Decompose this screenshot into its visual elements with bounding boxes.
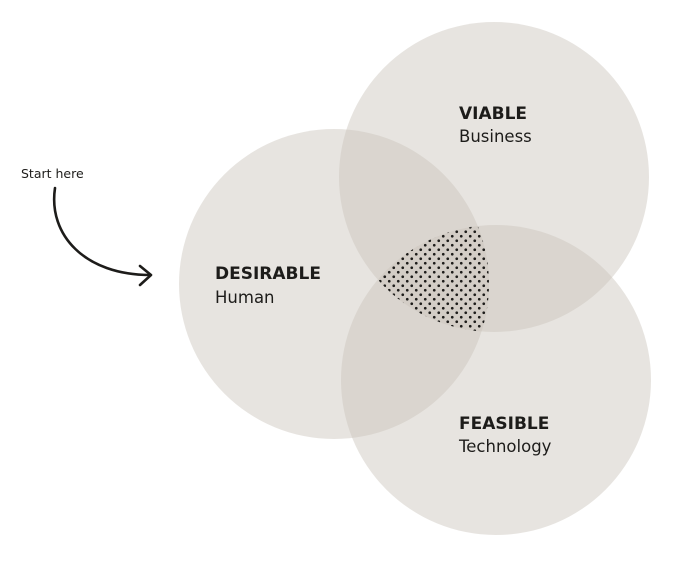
viable-title: VIABLE (459, 104, 527, 124)
desirable-title: DESIRABLE (215, 264, 321, 284)
start-here-label: Start here (21, 166, 84, 181)
circle-desirable (179, 129, 489, 439)
curved-arrow-icon (52, 186, 153, 287)
intersection-dots (341, 225, 489, 332)
feasible-subtitle: Technology (458, 437, 552, 456)
feasible-title: FEASIBLE (459, 414, 549, 434)
desirable-subtitle: Human (215, 288, 275, 307)
viable-subtitle: Business (459, 127, 532, 146)
